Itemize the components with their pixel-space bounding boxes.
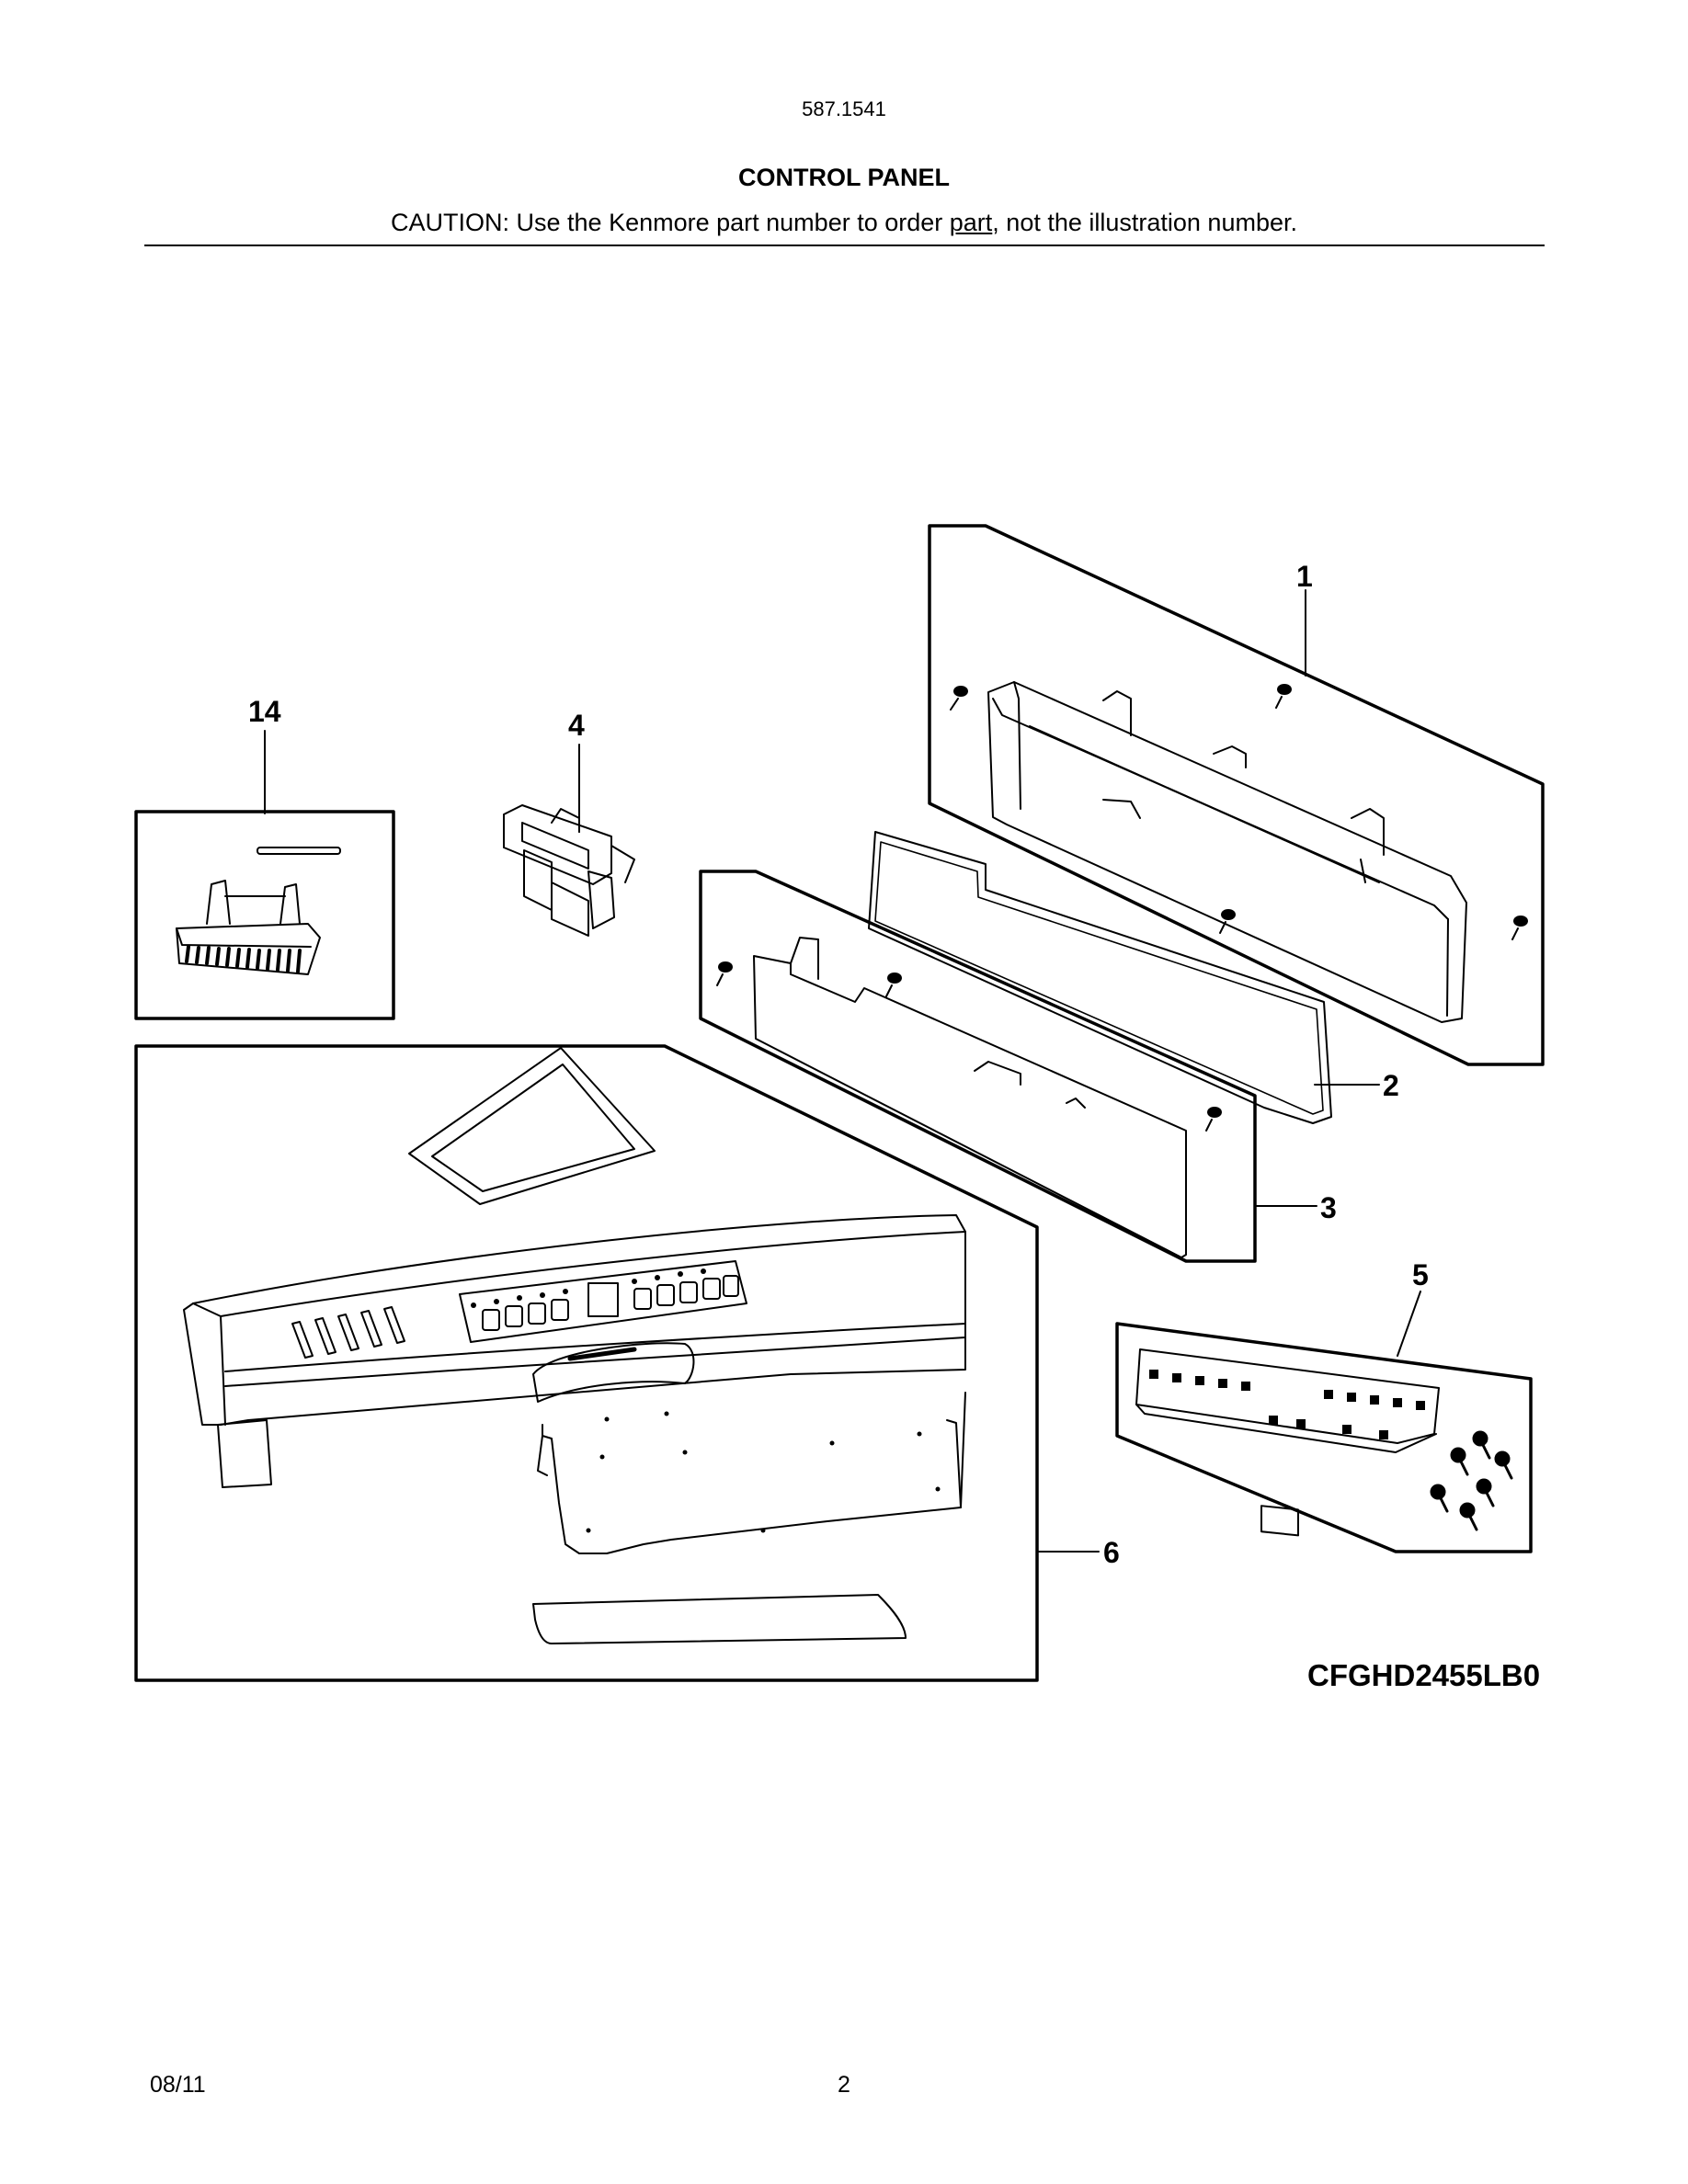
- part-3-screws: [716, 961, 1222, 1132]
- callout-2: 2: [1383, 1069, 1399, 1102]
- screw-icon: [1476, 1478, 1495, 1507]
- header-divider: [144, 245, 1545, 246]
- caution-text-start: CAUTION: Use the Kenmore part number to …: [391, 209, 950, 236]
- part-14-outline-box: [134, 810, 395, 1020]
- screw-icon: [1450, 1447, 1469, 1476]
- part-5-board: [1135, 1348, 1440, 1537]
- part-3-plate: [753, 955, 1187, 1258]
- screw-icon: [1472, 1430, 1491, 1460]
- part-6-vents: [291, 1306, 405, 1359]
- part-14-strip: [257, 847, 341, 855]
- screw-icon: [1430, 1484, 1449, 1513]
- caution-text-underlined: part: [949, 209, 993, 236]
- part-1-screws: [950, 684, 1528, 940]
- callout-5: 5: [1412, 1258, 1429, 1291]
- screw-icon: [1494, 1450, 1513, 1480]
- callout-6: 6: [1103, 1536, 1120, 1569]
- part-6-console: [183, 1214, 966, 1488]
- screw-icon: [950, 686, 968, 711]
- caution-text-end: , not the illustration number.: [992, 209, 1297, 236]
- part-6-handle: [532, 1342, 695, 1403]
- part-5-outline-box: [1115, 1322, 1533, 1553]
- part-6-bracket: [537, 1392, 966, 1554]
- footer-date: 08/11: [150, 2072, 206, 2098]
- screw-icon: [1275, 684, 1292, 709]
- callout-1: 1: [1296, 560, 1313, 593]
- callout-3: 3: [1320, 1191, 1337, 1224]
- screw-icon: [1511, 916, 1528, 940]
- document-number: 587.1541: [802, 97, 886, 120]
- part-2-gasket: 2: [868, 831, 1399, 1124]
- part-14-clip: [176, 880, 321, 975]
- screw-icon: [716, 961, 733, 986]
- part-3-group: 3: [699, 870, 1337, 1263]
- part-14-group: 14: [134, 695, 395, 1020]
- screw-icon: [885, 973, 902, 997]
- callout-4: 4: [568, 709, 585, 742]
- part-1-group: 1: [928, 524, 1545, 1066]
- part-6-trim-strip: [532, 1594, 907, 1644]
- part-6-group: 6: [134, 1044, 1120, 1682]
- screw-icon: [1219, 909, 1236, 934]
- screw-icon: [1459, 1502, 1478, 1531]
- part-6-outline-box: [134, 1044, 1039, 1682]
- model-number: CFGHD2455LB0: [1307, 1658, 1541, 1692]
- page-title: CONTROL PANEL: [737, 164, 950, 191]
- callout-14: 14: [248, 695, 281, 728]
- part-1-outline-box: [928, 524, 1545, 1066]
- part-1-frame: [987, 681, 1467, 1023]
- part-5-group: 5: [1115, 1258, 1533, 1553]
- part-5-leader: [1397, 1291, 1421, 1357]
- part-6-lens: [408, 1047, 656, 1205]
- part-6-keypad: [459, 1260, 747, 1343]
- part-5-screws: [1430, 1430, 1513, 1531]
- page-number: 2: [838, 2072, 850, 2098]
- part-3-outline-box: [699, 870, 1257, 1263]
- screw-icon: [1205, 1107, 1222, 1132]
- part-4-switch: 4: [503, 709, 635, 937]
- caution-note: CAUTION: Use the Kenmore part number to …: [0, 209, 1688, 237]
